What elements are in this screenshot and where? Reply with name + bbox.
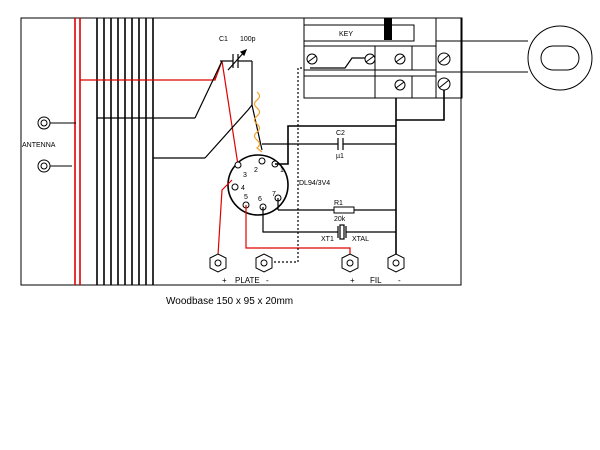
antenna-terminal-bottom xyxy=(37,159,51,173)
r1-value: 20k xyxy=(334,216,346,223)
fil-minus-terminal xyxy=(387,253,405,273)
black-wire-c1-to-coil xyxy=(194,60,223,119)
black-wire-c1-right xyxy=(251,61,263,151)
plate-label: PLATE xyxy=(235,276,260,285)
woodbase-outline xyxy=(20,17,462,286)
coil-red-windings xyxy=(74,18,81,285)
c1-value: 100p xyxy=(240,36,256,43)
antenna-terminal-top xyxy=(37,116,51,130)
plate-minus-terminal xyxy=(255,253,273,273)
tube-pin-5-label: 5 xyxy=(244,194,248,201)
tube-pin-7: 7 xyxy=(272,191,282,202)
tube-pin-2-label: 2 xyxy=(254,167,258,174)
r1-resistor xyxy=(333,206,355,214)
tube-pin-7-label: 7 xyxy=(272,191,276,198)
r1-label: R1 xyxy=(334,200,343,207)
key-lever xyxy=(310,57,372,69)
plate-minus-label: - xyxy=(266,276,269,285)
plate-plus-terminal xyxy=(209,253,227,273)
plate-plus-label: + xyxy=(222,276,227,285)
fil-label: FIL xyxy=(370,276,382,285)
antenna-label: ANTENNA xyxy=(22,142,56,149)
c1-label: C1 xyxy=(219,36,228,43)
xtal-wire-left xyxy=(262,207,338,233)
fil-plus-label: + xyxy=(350,276,355,285)
tube-pin-4-label: 4 xyxy=(241,185,245,192)
black-wire-coil-to-tube xyxy=(204,104,253,159)
tube-pin-1: 1 xyxy=(271,160,284,174)
key-screw-5 xyxy=(437,52,451,66)
key-screw-3 xyxy=(394,53,406,65)
red-wire-pin3-plate xyxy=(217,179,233,256)
red-wire-c1-to-tube xyxy=(221,60,239,166)
key-screw-4 xyxy=(394,79,406,91)
woodbase-caption: Woodbase 150 x 95 x 20mm xyxy=(166,296,293,307)
tube-pin-3-label: 3 xyxy=(243,172,247,179)
tube-pin-4: 4 xyxy=(231,183,245,192)
fil-minus-label: - xyxy=(398,276,401,285)
tube-pin-6-label: 6 xyxy=(258,196,262,203)
c2-value: µ1 xyxy=(336,153,344,160)
c2-capacitor xyxy=(262,138,396,150)
key-knob xyxy=(436,25,593,91)
tube-socket xyxy=(227,154,289,216)
black-wire-pin1 xyxy=(275,125,396,165)
orange-rf-choke xyxy=(253,91,263,153)
c2-label: C2 xyxy=(336,130,345,137)
key-screw-6 xyxy=(437,77,451,91)
coil-tap-wire-red xyxy=(80,76,216,81)
fil-plus-terminal xyxy=(341,253,359,273)
key-label: KEY xyxy=(339,31,353,38)
coil-black-windings xyxy=(96,18,154,285)
xt1-crystal xyxy=(337,224,347,240)
tube-pin-6: 6 xyxy=(258,196,267,211)
key-wire-to-fil xyxy=(396,90,445,121)
c1-capacitor xyxy=(220,48,252,71)
xtal-label: XTAL xyxy=(352,236,369,243)
key-screw-1 xyxy=(306,53,318,65)
xt1-label: XT1 xyxy=(321,236,334,243)
tube-pin-1-label: 1 xyxy=(280,167,284,174)
tube-pin-3: 3 xyxy=(234,161,247,179)
tube-label: DL94/3V4 xyxy=(299,180,330,187)
key-screw-2 xyxy=(364,53,376,65)
tube-pin-2: 2 xyxy=(254,157,266,174)
